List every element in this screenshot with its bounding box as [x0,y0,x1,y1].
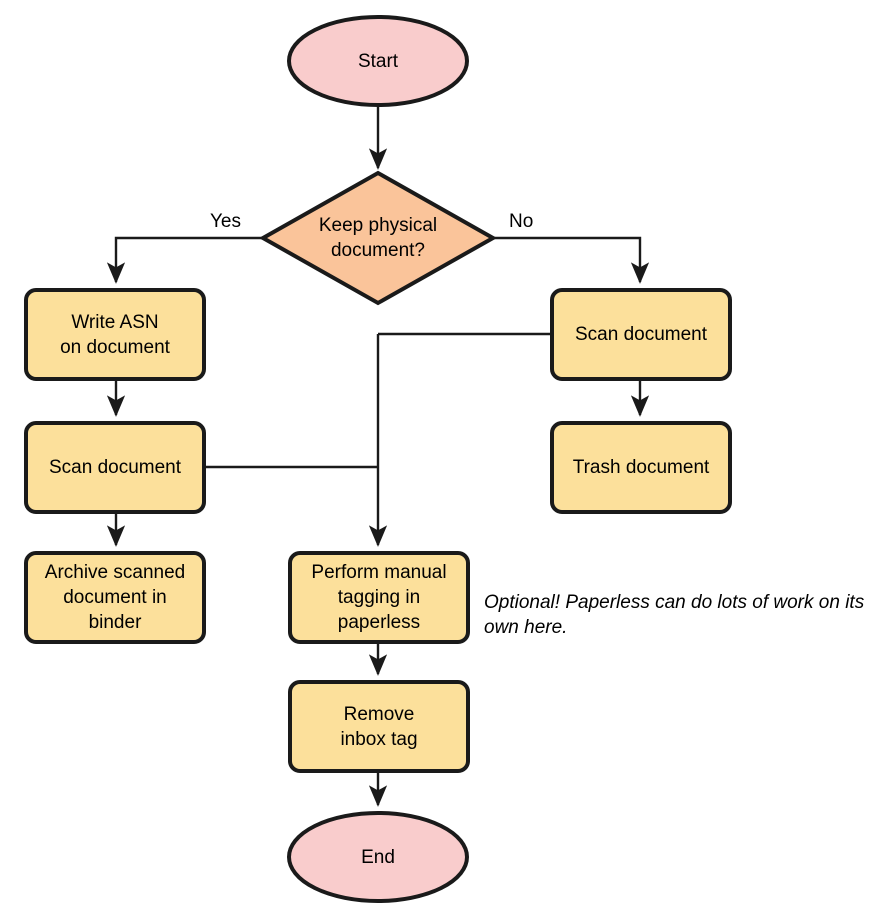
annotation-optional-note: Optional! Paperless can do lots of work … [484,592,865,638]
connector-layer [106,106,650,807]
node-trash-document[interactable] [550,421,732,514]
node-write-asn-on-document[interactable] [24,288,206,381]
edge-decision-no-to-scan-right [493,236,650,284]
node-remove-inbox-tag[interactable] [288,680,470,773]
node-scan-document-left[interactable] [24,421,206,514]
node-start[interactable] [287,15,469,107]
edge-label-yes: Yes [210,211,241,232]
node-scan-document-right[interactable] [550,288,732,381]
node-end[interactable] [287,811,469,903]
edge-label-no: No [509,211,534,232]
node-archive-scanned-document-in-binder[interactable] [24,551,206,644]
node-perform-manual-tagging-in-paperless[interactable] [288,551,470,644]
edge-decision-yes-to-write-asn [106,236,263,284]
node-decision-keep-physical-document[interactable] [258,170,498,306]
node-layer [24,15,732,903]
